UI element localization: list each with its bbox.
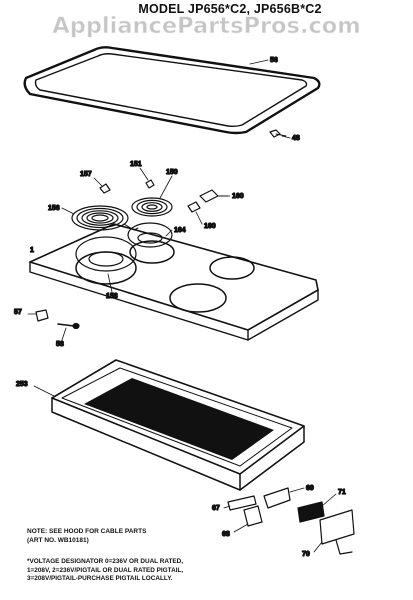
callout-57: 57 [14, 309, 22, 316]
part-70-pigtail-assembly[interactable] [319, 509, 355, 555]
part-68-bracket[interactable] [243, 505, 263, 527]
part-151-part[interactable] [145, 179, 155, 189]
note-voltage-line-1: *VOLTAGE DESIGNATOR 0=236V OR DUAL RATED… [27, 558, 184, 565]
callout-68: 68 [222, 531, 230, 538]
callout-69: 69 [306, 485, 314, 492]
part-150-surface-element[interactable] [131, 197, 173, 217]
part-69-bracket[interactable] [263, 487, 291, 509]
callout-160b: 160 [204, 223, 216, 230]
callout-160a: 160 [232, 193, 244, 200]
part-71-terminal-block[interactable] [297, 501, 325, 523]
callout-56: 56 [270, 57, 278, 64]
callout-150: 150 [166, 169, 178, 176]
callout-156: 156 [48, 205, 60, 212]
note-hood-cable-parts: NOTE: SEE HOOD FOR CABLE PARTS (ART NO. … [27, 528, 227, 545]
part-56-trim-frame[interactable] [23, 46, 321, 135]
part-156-surface-element[interactable] [71, 205, 139, 231]
part-1-cooktop-main-top[interactable] [29, 223, 319, 341]
part-157-part[interactable] [99, 183, 111, 194]
model-title: MODEL JP656*C2, JP656B*C2 [138, 2, 322, 16]
callout-48: 48 [292, 135, 300, 142]
callout-71: 71 [338, 489, 346, 496]
part-160-terminal-block[interactable] [187, 189, 229, 213]
note-hood-line-2: (ART NO. WB10181) [27, 536, 89, 544]
part-57-bracket[interactable] [35, 309, 49, 322]
note-voltage-line-3: 3=208V/PIGTAIL-PURCHASE PIGTAIL LOCALLY. [27, 575, 173, 583]
callout-164: 164 [174, 227, 186, 234]
callout-leader-lines [27, 59, 337, 553]
part-253-burner-box[interactable] [51, 359, 305, 491]
note-hood-line-1: NOTE: SEE HOOD FOR CABLE PARTS [27, 528, 147, 535]
callout-158: 158 [106, 293, 118, 300]
callout-58: 58 [56, 341, 64, 348]
note-voltage-designator: *VOLTAGE DESIGNATOR 0=236V OR DUAL RATED… [27, 558, 317, 584]
callout-70: 70 [302, 551, 310, 558]
callout-157: 157 [80, 171, 92, 178]
part-158-drip-pan[interactable] [75, 236, 137, 272]
callout-253: 253 [16, 381, 28, 388]
callout-151: 151 [130, 161, 142, 168]
callout-1: 1 [30, 247, 34, 254]
note-voltage-line-2: 1=208V, 2=236V/PIGTAIL OR DUAL RATED PIG… [27, 566, 184, 574]
watermark-text: AppliancePartsPros.com [52, 13, 361, 40]
part-48-clip[interactable] [269, 129, 287, 138]
callout-67: 67 [212, 505, 220, 512]
part-58-screw[interactable] [57, 322, 80, 330]
part-67-plate[interactable] [227, 495, 257, 511]
